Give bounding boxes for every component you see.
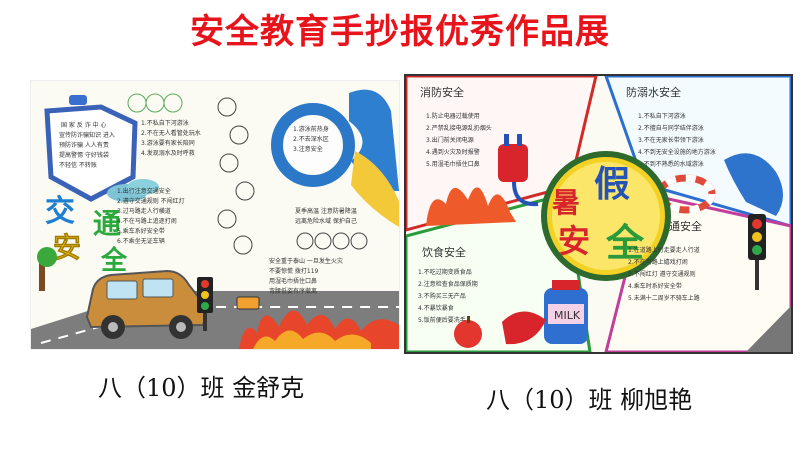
svg-text:4.不在马路上追逐打闹: 4.不在马路上追逐打闹 bbox=[117, 217, 177, 225]
svg-text:预防诈骗 人人有责: 预防诈骗 人人有责 bbox=[59, 141, 109, 149]
center-char-4: 全 bbox=[605, 221, 645, 265]
cloud-icon bbox=[107, 179, 159, 202]
svg-text:6.不乘坐无证车辆: 6.不乘坐无证车辆 bbox=[117, 237, 165, 245]
road-icon bbox=[746, 306, 791, 352]
fire-art bbox=[426, 187, 516, 226]
fire-extinguisher-label bbox=[236, 296, 260, 310]
svg-text:3.过马路走人行横道: 3.过马路走人行横道 bbox=[117, 207, 171, 215]
svg-text:远离危险水域 保护自己: 远离危险水域 保护自己 bbox=[295, 217, 357, 225]
svg-text:5.饭前便后要洗手: 5.饭前便后要洗手 bbox=[418, 316, 466, 324]
svg-text:不要惊慌 拨打119: 不要惊慌 拨打119 bbox=[269, 267, 319, 275]
tree-icon bbox=[37, 247, 57, 267]
svg-text:夏季高温 注意防暑降温: 夏季高温 注意防暑降温 bbox=[295, 207, 357, 215]
svg-text:3.注意安全: 3.注意安全 bbox=[293, 145, 323, 153]
apple-icon bbox=[454, 316, 482, 348]
svg-text:1.不私自下河游泳: 1.不私自下河游泳 bbox=[141, 119, 189, 127]
svg-text:宣传防诈骗知识 进入: 宣传防诈骗知识 进入 bbox=[59, 131, 115, 139]
svg-text:1.游泳前热身: 1.游泳前热身 bbox=[293, 125, 329, 133]
milk-bottle-icon: MILK bbox=[544, 280, 588, 344]
poster-right-artwork: 消防安全 防溺水安全 饮食安全 交通安全 1.防止电器过载使用 2.严禁乱接电源… bbox=[406, 76, 791, 352]
svg-text:4.发现溺水及时呼救: 4.发现溺水及时呼救 bbox=[141, 149, 195, 157]
svg-text:弯腰低姿有序撤离: 弯腰低姿有序撤离 bbox=[269, 287, 317, 295]
svg-text:2.遵守交通规则 不闯红灯: 2.遵守交通规则 不闯红灯 bbox=[117, 197, 185, 205]
svg-text:5.不到不熟悉的水域游泳: 5.不到不熟悉的水域游泳 bbox=[638, 160, 704, 168]
prevention-heading bbox=[127, 93, 183, 113]
fire-safety-heading bbox=[296, 232, 368, 250]
lifebuoy-icon bbox=[271, 103, 355, 187]
traffic-light-icon bbox=[748, 214, 766, 290]
svg-text:提高警惕 守好钱袋: 提高警惕 守好钱袋 bbox=[59, 151, 109, 159]
svg-text:安全重于泰山 一旦发生火灾: 安全重于泰山 一旦发生火灾 bbox=[269, 257, 343, 265]
svg-text:3.不购买三无产品: 3.不购买三无产品 bbox=[418, 292, 466, 300]
svg-text:不轻信 不转账: 不轻信 不转账 bbox=[59, 161, 97, 169]
svg-text:3.不闯红灯 遵守交通规则: 3.不闯红灯 遵守交通规则 bbox=[628, 270, 696, 278]
traffic-light-icon bbox=[197, 277, 213, 331]
caption-left: 八（10）班 金舒克 bbox=[98, 374, 305, 402]
svg-text:4.不到无安全设施的地方游泳: 4.不到无安全设施的地方游泳 bbox=[638, 148, 716, 156]
center-char-1: 暑 bbox=[552, 186, 580, 219]
poster-right: 消防安全 防溺水安全 饮食安全 交通安全 1.防止电器过载使用 2.严禁乱接电源… bbox=[404, 74, 793, 354]
svg-text:2.不擅自与同学结伴游泳: 2.不擅自与同学结伴游泳 bbox=[638, 124, 704, 132]
poster-left-artwork: 国 家 反 诈 中 心 宣传防诈骗知识 进入 预防诈骗 人人有责 提高警惕 守好… bbox=[31, 89, 399, 349]
svg-text:用湿毛巾捂住口鼻: 用湿毛巾捂住口鼻 bbox=[269, 277, 317, 285]
svg-text:3.出门前关闭电源: 3.出门前关闭电源 bbox=[426, 136, 474, 144]
art-char-4: 全 bbox=[100, 245, 128, 276]
center-char-2: 假 bbox=[594, 164, 630, 205]
meat-icon bbox=[502, 311, 546, 345]
bottle-label: MILK bbox=[554, 309, 581, 322]
food-section-heading: 饮食安全 bbox=[422, 245, 466, 259]
center-char-3: 安 bbox=[558, 222, 590, 260]
svg-text:5.未满十二周岁不骑车上路: 5.未满十二周岁不骑车上路 bbox=[628, 294, 700, 302]
police-light-icon bbox=[69, 95, 87, 105]
svg-text:4.不暴饮暴食: 4.不暴饮暴食 bbox=[418, 304, 454, 312]
caption-right: 八（10）班 柳旭艳 bbox=[486, 386, 693, 414]
plug-icon bbox=[498, 134, 539, 207]
svg-text:5.乘车系好安全带: 5.乘车系好安全带 bbox=[117, 227, 165, 235]
svg-text:4.遇到火灾及时报警: 4.遇到火灾及时报警 bbox=[426, 148, 480, 156]
svg-text:1.出行注意交通安全: 1.出行注意交通安全 bbox=[117, 187, 171, 195]
page-title: 安全教育手抄报优秀作品展 bbox=[190, 12, 610, 52]
svg-text:5.用湿毛巾捂住口鼻: 5.用湿毛巾捂住口鼻 bbox=[426, 160, 480, 168]
svg-text:1.防止电器过载使用: 1.防止电器过载使用 bbox=[426, 112, 480, 120]
svg-text:3.不在无家长带领下游泳: 3.不在无家长带领下游泳 bbox=[638, 136, 704, 144]
svg-text:4.乘车时系好安全带: 4.乘车时系好安全带 bbox=[628, 282, 682, 290]
svg-text:2.不去深水区: 2.不去深水区 bbox=[293, 135, 329, 143]
poster-left: 国 家 反 诈 中 心 宣传防诈骗知识 进入 预防诈骗 人人有责 提高警惕 守好… bbox=[30, 80, 400, 350]
svg-text:2.注意检查食品保质期: 2.注意检查食品保质期 bbox=[418, 280, 478, 288]
svg-text:2.不在马路上嬉戏打闹: 2.不在马路上嬉戏打闹 bbox=[628, 258, 688, 266]
svg-text:1.不吃过期变质食品: 1.不吃过期变质食品 bbox=[418, 268, 472, 276]
svg-text:3.游泳要有家长陪同: 3.游泳要有家长陪同 bbox=[141, 139, 195, 147]
svg-text:国 家 反 诈 中 心: 国 家 反 诈 中 心 bbox=[61, 121, 107, 129]
svg-text:2.不在无人看管处玩水: 2.不在无人看管处玩水 bbox=[141, 129, 201, 137]
shield-icon bbox=[44, 104, 138, 202]
art-char-3: 安 bbox=[53, 231, 81, 264]
svg-text:2.严禁乱接电源乱扔烟头: 2.严禁乱接电源乱扔烟头 bbox=[426, 124, 492, 132]
fire-section-heading: 消防安全 bbox=[420, 85, 464, 99]
summary-heading bbox=[217, 97, 255, 255]
svg-text:1.不私自下河游泳: 1.不私自下河游泳 bbox=[638, 112, 686, 120]
art-char-2: 通 bbox=[93, 207, 121, 240]
svg-text:1.在道路上行走要走人行道: 1.在道路上行走要走人行道 bbox=[628, 246, 700, 254]
drowning-section-heading: 防溺水安全 bbox=[626, 85, 681, 99]
center-emblem: 暑 假 安 全 bbox=[541, 151, 671, 281]
art-char-1: 交 bbox=[45, 194, 75, 229]
wave-art bbox=[724, 153, 783, 216]
